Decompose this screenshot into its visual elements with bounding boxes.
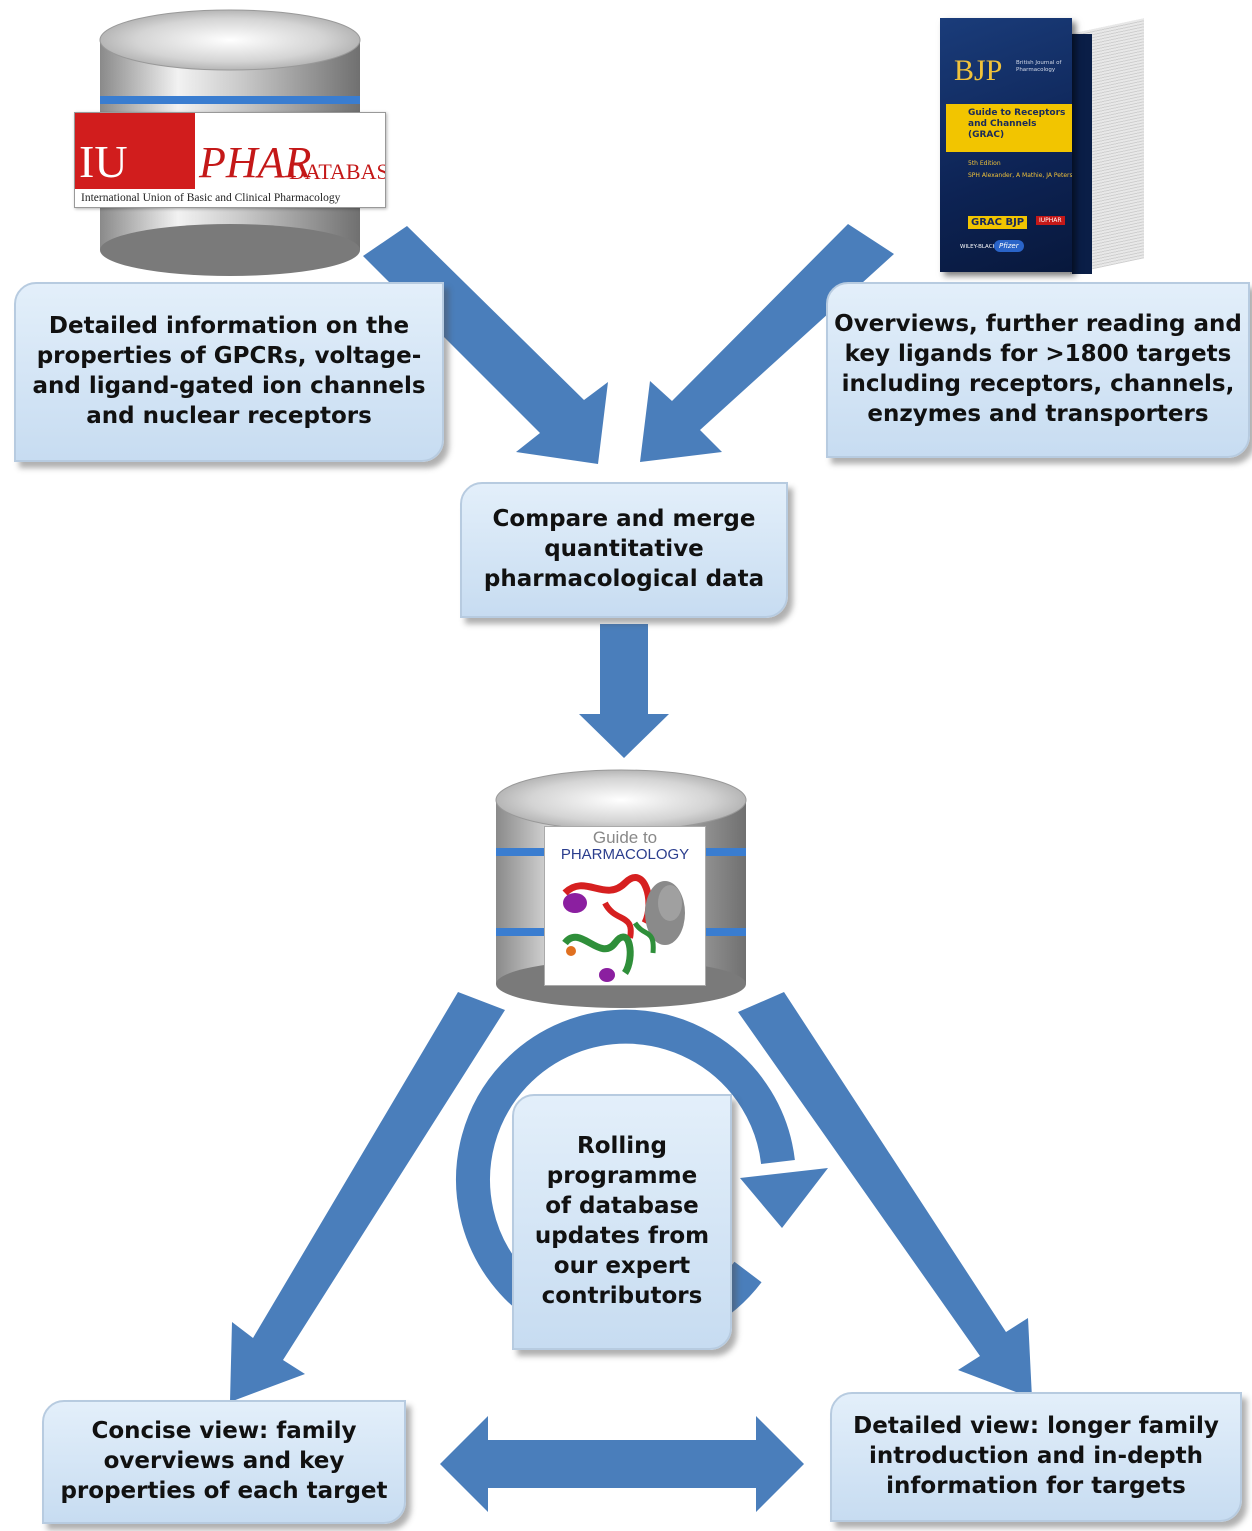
gtp-label-top: Guide to bbox=[592, 828, 658, 847]
iuphar-logo-red-block bbox=[75, 113, 195, 189]
concise-view-line: overviews and key bbox=[103, 1448, 345, 1475]
bjp-edition: 5th Edition bbox=[968, 160, 1001, 167]
bjp-book-spine bbox=[1072, 34, 1092, 274]
rolling-update-line: programme bbox=[546, 1163, 698, 1190]
iuphar-description-box: Detailed information on the properties o… bbox=[14, 282, 444, 462]
bjp-description-box: Overviews, further reading and key ligan… bbox=[826, 282, 1250, 458]
concise-view-box: Concise view: family overviews and key p… bbox=[42, 1400, 406, 1524]
concise-view-line: Concise view: family bbox=[91, 1418, 357, 1445]
iuphar-description-line: and ligand-gated ion channels bbox=[32, 373, 426, 399]
arrow-database-to-detailed bbox=[738, 992, 1032, 1398]
rolling-update-line: our expert bbox=[553, 1252, 691, 1279]
iuphar-logo-database: DATABASE bbox=[289, 159, 385, 184]
rolling-cycle-arrowhead bbox=[740, 1168, 828, 1228]
gtp-label-bottom: PHARMACOLOGY bbox=[560, 846, 690, 863]
rolling-update-box: Rolling programme of database updates fr… bbox=[512, 1094, 732, 1350]
bjp-description-line: enzymes and transporters bbox=[867, 400, 1209, 427]
iuphar-description-line: properties of GPCRs, voltage- bbox=[36, 343, 422, 370]
iuphar-logo-iu: IU bbox=[79, 136, 128, 187]
rolling-update-line: updates from bbox=[534, 1223, 710, 1249]
iuphar-logo: IU PHAR DATABASE International Union of … bbox=[74, 112, 386, 208]
bjp-yellow-band bbox=[946, 104, 1072, 152]
iuphar-description-line: and nuclear receptors bbox=[86, 402, 372, 429]
rolling-update-line: of database bbox=[545, 1193, 699, 1220]
bjp-description-line: Overviews, further reading and bbox=[834, 311, 1242, 338]
protein-structure-image bbox=[562, 874, 685, 982]
iuphar-logo-subtitle: International Union of Basic and Clinica… bbox=[81, 192, 341, 204]
merge-step-box: Compare and merge quantitative pharmacol… bbox=[460, 482, 788, 618]
bjp-sponsor-logo: Pfizer bbox=[994, 240, 1024, 252]
concise-view-line: properties of each target bbox=[60, 1477, 388, 1504]
bjp-subtitle: British Journal of Pharmacology bbox=[1016, 60, 1062, 73]
bjp-grac-badge: GRAC BJP bbox=[968, 216, 1028, 229]
rolling-update-line: Rolling bbox=[576, 1133, 667, 1160]
bjp-guide-title: Guide to Receptors and Channels (GRAC) bbox=[968, 108, 1072, 141]
bjp-description-line: key ligands for >1800 targets bbox=[844, 341, 1232, 368]
rolling-update-line: contributors bbox=[541, 1282, 703, 1309]
detailed-view-line: introduction and in-depth bbox=[868, 1443, 1203, 1470]
iuphar-logo-phar: PHAR bbox=[199, 138, 312, 187]
merge-step-line: Compare and merge bbox=[492, 506, 756, 533]
arrow-bjp-to-merge bbox=[640, 224, 894, 462]
bjp-publisher: WILEY-BLACKWELL bbox=[960, 244, 1012, 250]
bjp-guide-line: Guide to Receptors bbox=[968, 108, 1066, 118]
iuphar-description-line: Detailed information on the bbox=[48, 313, 410, 340]
arrow-merge-to-database bbox=[579, 624, 669, 758]
arrow-database-to-concise bbox=[230, 992, 505, 1402]
bjp-book-cover: BJP British Journal of Pharmacology Guid… bbox=[940, 18, 1072, 272]
bjp-iuphar-badge: IUPHAR bbox=[1036, 216, 1065, 225]
merge-step-line: quantitative bbox=[544, 536, 704, 563]
detailed-view-line: Detailed view: longer family bbox=[853, 1413, 1219, 1440]
merge-step-line: pharmacological data bbox=[483, 565, 765, 592]
arrow-concise-detailed bbox=[440, 1416, 804, 1512]
bjp-title: BJP bbox=[954, 54, 1003, 87]
gtp-label-panel: Guide to PHARMACOLOGY bbox=[544, 826, 706, 986]
bjp-authors: SPH Alexander, A Mathie, JA Peters bbox=[968, 172, 1072, 179]
bjp-description-line: including receptors, channels, bbox=[841, 371, 1235, 397]
bjp-guide-line: and Channels (GRAC) bbox=[968, 119, 1037, 140]
detailed-view-box: Detailed view: longer family introductio… bbox=[830, 1392, 1242, 1522]
detailed-view-line: information for targets bbox=[886, 1472, 1186, 1499]
